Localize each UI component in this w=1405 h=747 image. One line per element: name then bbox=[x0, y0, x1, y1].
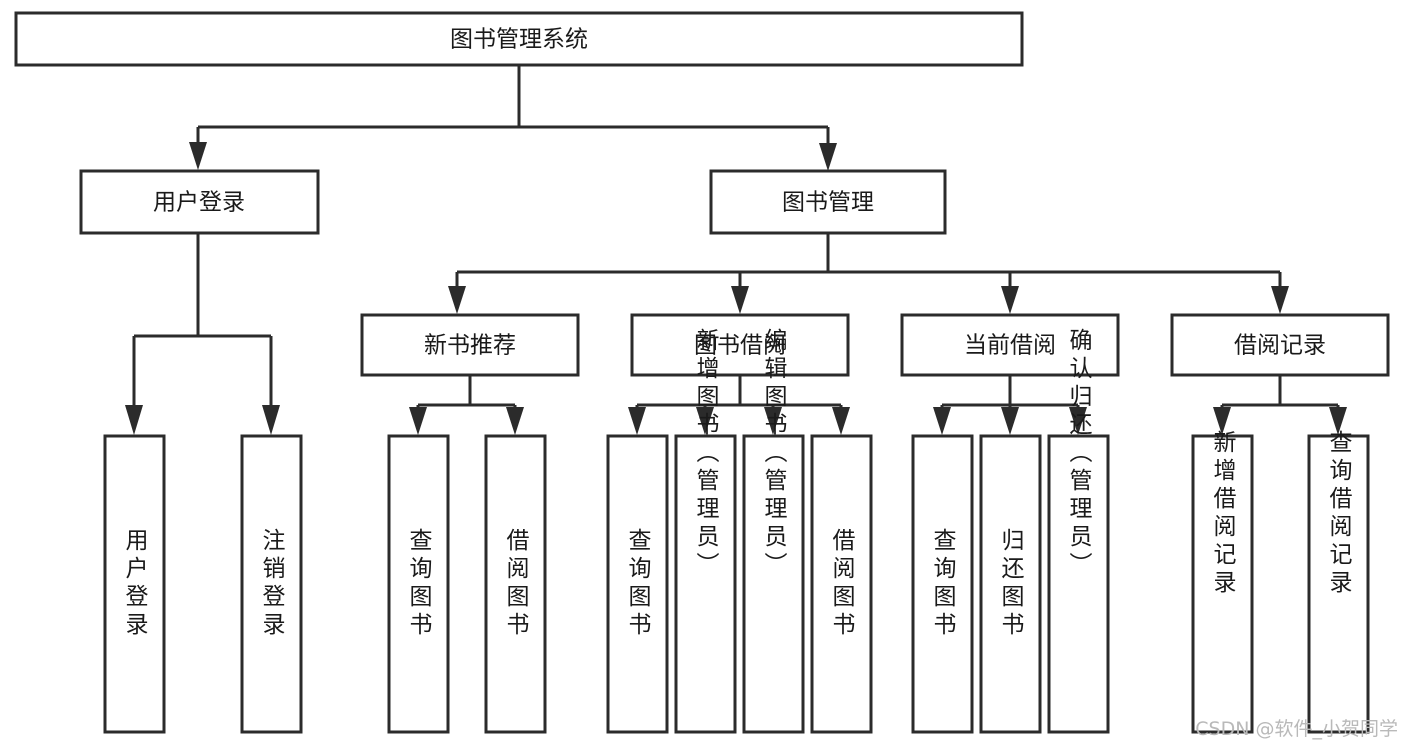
node-book-borrow-label: 图书借阅 bbox=[694, 333, 786, 359]
arrow-icon-bookborrow-l1 bbox=[628, 407, 646, 435]
node-current-borrow-box[interactable] bbox=[900, 313, 1120, 377]
leaf-current-borrow-1-box[interactable] bbox=[911, 434, 974, 734]
node-book-management-label: 图书管理 bbox=[782, 190, 874, 216]
leaf-book-borrow-1-box[interactable] bbox=[606, 434, 669, 734]
leaf-current-borrow-3-label: 确认归还（管理员） bbox=[1065, 328, 1093, 580]
node-book-borrow[interactable]: 图书借阅 bbox=[630, 313, 850, 377]
arrow-icon-bookmgmt-c3 bbox=[1001, 286, 1019, 314]
leaf-new-book-1-label: 查询图书 bbox=[405, 528, 433, 640]
leaf-user-login-2[interactable]: 注销登录 bbox=[240, 434, 303, 734]
leaf-new-book-2[interactable]: 借阅图书 bbox=[484, 434, 547, 734]
node-borrow-record[interactable]: 借阅记录 bbox=[1170, 313, 1390, 377]
node-new-book-recommend-box[interactable] bbox=[360, 313, 580, 377]
connector-group-root bbox=[189, 65, 837, 171]
connector-group-bookborrow bbox=[628, 375, 850, 435]
node-new-book-recommend-label: 新书推荐 bbox=[424, 333, 516, 359]
leaf-new-book-1-box[interactable] bbox=[387, 434, 450, 734]
leaf-current-borrow-1-label: 查询图书 bbox=[929, 528, 957, 640]
leaf-book-borrow-2[interactable]: 新增图书（管理员） bbox=[674, 328, 737, 734]
leaf-user-login-1-box[interactable] bbox=[103, 434, 166, 734]
node-book-management-box[interactable] bbox=[709, 169, 947, 235]
leaf-current-borrow-3[interactable]: 确认归还（管理员） bbox=[1047, 328, 1110, 734]
node-root-system[interactable]: 图书管理系统 bbox=[14, 11, 1024, 67]
csdn-watermark: CSDN @软件_小贺同学 bbox=[1195, 718, 1398, 740]
node-user-login-label: 用户登录 bbox=[153, 190, 245, 216]
arrow-icon-userlogin-leaf2 bbox=[262, 405, 280, 435]
leaf-user-login-1-label: 用户登录 bbox=[121, 528, 149, 640]
leaf-current-borrow-2-box[interactable] bbox=[979, 434, 1042, 734]
leaf-book-borrow-4-box[interactable] bbox=[810, 434, 873, 734]
leaf-borrow-record-2-box[interactable] bbox=[1307, 434, 1370, 734]
arrow-icon-currentborrow-l2 bbox=[1001, 407, 1019, 435]
leaf-book-borrow-1[interactable]: 查询图书 bbox=[606, 434, 669, 734]
leaf-borrow-record-1-label: 新增借阅记录 bbox=[1209, 430, 1237, 598]
arrow-icon-userlogin-leaf1 bbox=[125, 405, 143, 435]
arrow-icon-newbook-l1 bbox=[409, 407, 427, 435]
connector-group-bookmgmt bbox=[448, 233, 1289, 314]
node-root-system-box[interactable] bbox=[14, 11, 1024, 67]
leaf-current-borrow-1[interactable]: 查询图书 bbox=[911, 434, 974, 734]
leaf-current-borrow-2-label: 归还图书 bbox=[997, 528, 1025, 640]
leaf-book-borrow-2-box[interactable] bbox=[674, 434, 737, 734]
leaf-new-book-1[interactable]: 查询图书 bbox=[387, 434, 450, 734]
leaf-book-borrow-4-label: 借阅图书 bbox=[828, 528, 856, 640]
leaf-borrow-record-1-box[interactable] bbox=[1191, 434, 1254, 734]
leaf-borrow-record-2[interactable]: 查询借阅记录 bbox=[1307, 430, 1370, 734]
arrow-icon-currentborrow-l1 bbox=[933, 407, 951, 435]
arrow-icon-borrowrecord-l2 bbox=[1329, 407, 1347, 435]
node-new-book-recommend[interactable]: 新书推荐 bbox=[360, 313, 580, 377]
arrow-icon-bookborrow-l3 bbox=[764, 407, 782, 435]
arrow-icon-bookborrow-l4 bbox=[832, 407, 850, 435]
arrow-icon-bookmgmt-c2 bbox=[731, 286, 749, 314]
leaf-borrow-record-1[interactable]: 新增借阅记录 bbox=[1191, 430, 1254, 734]
leaf-current-borrow-3-box[interactable] bbox=[1047, 434, 1110, 734]
connector-group-borrowrecord bbox=[1213, 375, 1347, 435]
connector-group-newbook bbox=[409, 375, 524, 435]
leaf-user-login-1[interactable]: 用户登录 bbox=[103, 434, 166, 734]
node-current-borrow[interactable]: 当前借阅 bbox=[900, 313, 1120, 377]
node-root-system-label: 图书管理系统 bbox=[450, 27, 588, 53]
arrow-icon-currentborrow-l3 bbox=[1069, 407, 1087, 435]
leaf-book-borrow-1-label: 查询图书 bbox=[624, 528, 652, 640]
leaf-new-book-2-label: 借阅图书 bbox=[502, 528, 530, 640]
arrow-icon-bookmgmt-c1 bbox=[448, 286, 466, 314]
leaf-book-borrow-4[interactable]: 借阅图书 bbox=[810, 434, 873, 734]
node-current-borrow-label: 当前借阅 bbox=[964, 333, 1056, 359]
leaf-book-borrow-2-label: 新增图书（管理员） bbox=[692, 328, 720, 580]
node-user-login-box[interactable] bbox=[79, 169, 320, 235]
leaf-user-login-2-box[interactable] bbox=[240, 434, 303, 734]
arrow-icon-root-to-userlogin bbox=[189, 142, 207, 170]
arrow-icon-root-to-bookmgmt bbox=[819, 143, 837, 171]
leaf-user-login-2-label: 注销登录 bbox=[258, 528, 286, 640]
leaf-book-borrow-3-label: 编辑图书（管理员） bbox=[760, 328, 788, 580]
arrow-icon-bookmgmt-c4 bbox=[1271, 286, 1289, 314]
node-borrow-record-box[interactable] bbox=[1170, 313, 1390, 377]
arrow-icon-newbook-l2 bbox=[506, 407, 524, 435]
arrow-icon-borrowrecord-l1 bbox=[1213, 407, 1231, 435]
arrow-icon-bookborrow-l2 bbox=[696, 407, 714, 435]
leaf-book-borrow-3-box[interactable] bbox=[742, 434, 805, 734]
connector-group-currentborrow bbox=[933, 375, 1087, 435]
node-book-management[interactable]: 图书管理 bbox=[709, 169, 947, 235]
leaf-new-book-2-box[interactable] bbox=[484, 434, 547, 734]
leaf-book-borrow-3[interactable]: 编辑图书（管理员） bbox=[742, 328, 805, 734]
node-user-login[interactable]: 用户登录 bbox=[79, 169, 320, 235]
leaf-borrow-record-2-label: 查询借阅记录 bbox=[1325, 430, 1353, 598]
node-book-borrow-box[interactable] bbox=[630, 313, 850, 377]
leaf-current-borrow-2[interactable]: 归还图书 bbox=[979, 434, 1042, 734]
node-borrow-record-label: 借阅记录 bbox=[1234, 333, 1326, 359]
connector-group-userlogin bbox=[125, 233, 280, 435]
